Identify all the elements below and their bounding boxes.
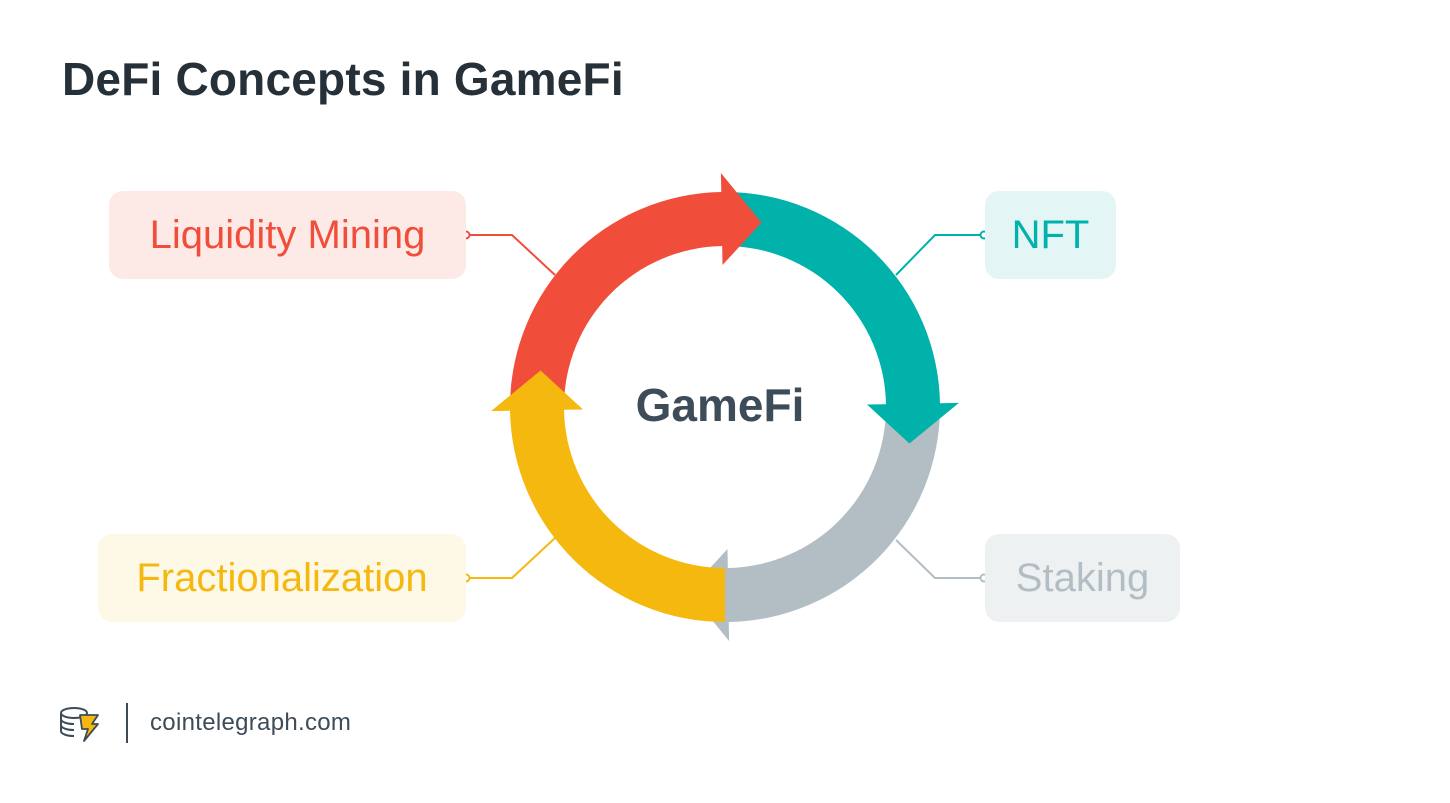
connector-nft — [895, 234, 984, 276]
arrow-staking — [688, 407, 940, 641]
center-label: GameFi — [635, 379, 805, 431]
arrow-liquidity — [510, 173, 762, 407]
cointelegraph-logo-icon — [60, 707, 99, 742]
connector-fraction — [466, 537, 556, 579]
footer-separator — [126, 703, 128, 743]
label-staking-text: Staking — [1015, 555, 1150, 600]
label-fractionalization-text: Fractionalization — [136, 555, 428, 600]
connector-liquidity — [466, 234, 556, 276]
label-liquidity-mining: Liquidity Mining — [109, 191, 466, 279]
page-title: DeFi Concepts in GameFi — [62, 53, 624, 105]
label-nft-text: NFT — [1011, 212, 1090, 257]
footer: cointelegraph.com — [58, 702, 351, 744]
label-liquidity-mining-text: Liquidity Mining — [149, 212, 426, 257]
label-staking: Staking — [985, 534, 1180, 622]
label-fractionalization: Fractionalization — [98, 534, 466, 622]
label-nft: NFT — [985, 191, 1116, 279]
arrow-nft — [725, 192, 959, 444]
connector-staking — [895, 539, 984, 579]
footer-site: cointelegraph.com — [150, 709, 352, 736]
arrow-fraction — [491, 370, 725, 622]
